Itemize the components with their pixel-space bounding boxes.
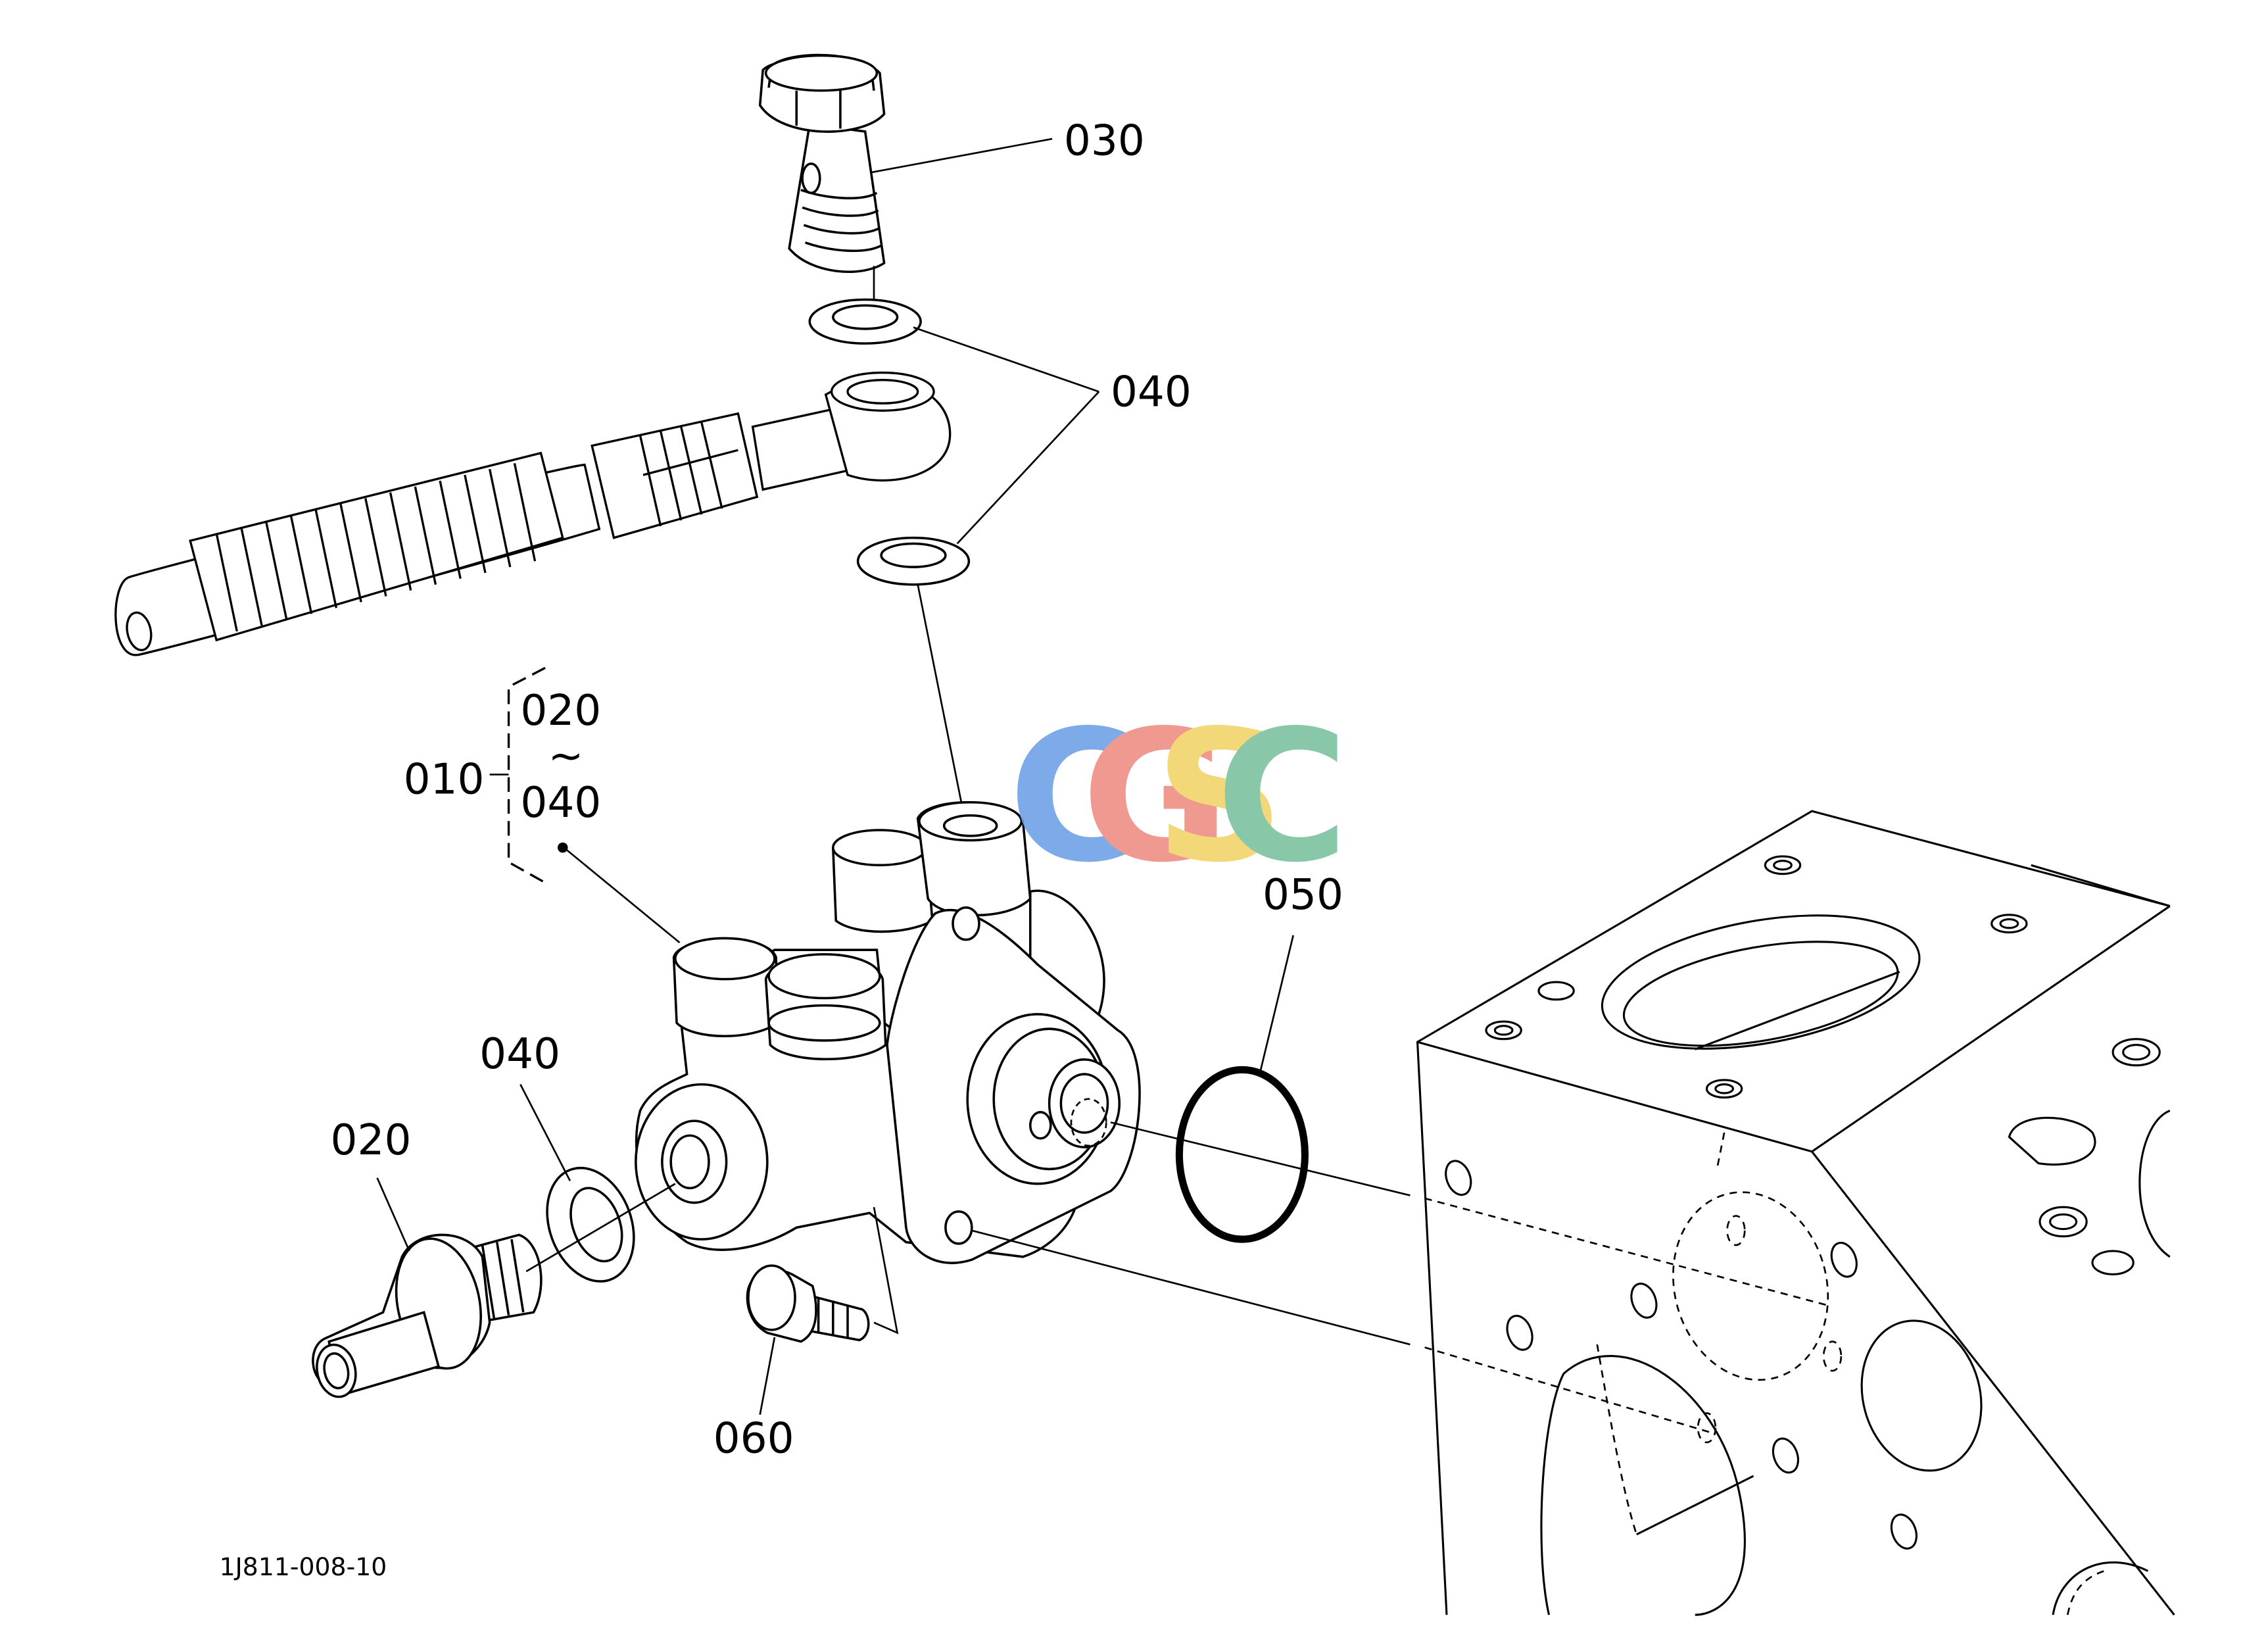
banjo-bolt bbox=[758, 53, 886, 273]
callout-030: 030 bbox=[1064, 116, 1145, 166]
engine-block bbox=[1416, 810, 2175, 1616]
assembly-lines bbox=[971, 1121, 1411, 1346]
pump-body bbox=[635, 801, 1141, 1264]
callout-020-range-start: 020 bbox=[520, 686, 601, 735]
reference-dot bbox=[557, 842, 568, 853]
callout-040-bottom: 040 bbox=[479, 1029, 560, 1079]
inlet-fitting bbox=[312, 1233, 543, 1398]
watermark-letter-c2: C bbox=[1216, 691, 1349, 902]
flange-bolt bbox=[746, 1264, 870, 1343]
callout-010: 010 bbox=[404, 754, 485, 804]
sealing-washer-inlet bbox=[546, 1166, 635, 1283]
diagram-code: 1J811-008-10 bbox=[220, 1552, 387, 1581]
watermark-letter-s: S bbox=[1155, 691, 1285, 902]
pump-hidden-lines bbox=[1070, 1098, 1107, 1147]
sealing-washer-upper bbox=[808, 298, 922, 345]
callout-020: 020 bbox=[330, 1116, 411, 1165]
o-ring bbox=[1175, 1066, 1309, 1243]
engine-block-hidden-lines bbox=[1424, 1132, 2105, 1615]
watermark: C G S C bbox=[1008, 691, 1349, 902]
callout-040-top: 040 bbox=[1111, 368, 1192, 417]
watermark-letter-c1: C bbox=[1008, 691, 1141, 902]
callout-040-range-end: 040 bbox=[520, 778, 601, 827]
callout-range-separator: ~ bbox=[548, 731, 584, 781]
callout-060: 060 bbox=[713, 1413, 794, 1463]
leader-lines bbox=[376, 137, 1294, 1415]
callout-labels: 030 040 020 ~ 040 010 050 040 020 060 1J… bbox=[220, 116, 1343, 1582]
watermark-letter-g: G bbox=[1082, 691, 1230, 902]
injection-pipe bbox=[114, 371, 952, 656]
sealing-washer-lower bbox=[856, 536, 971, 586]
callout-050: 050 bbox=[1263, 870, 1343, 920]
